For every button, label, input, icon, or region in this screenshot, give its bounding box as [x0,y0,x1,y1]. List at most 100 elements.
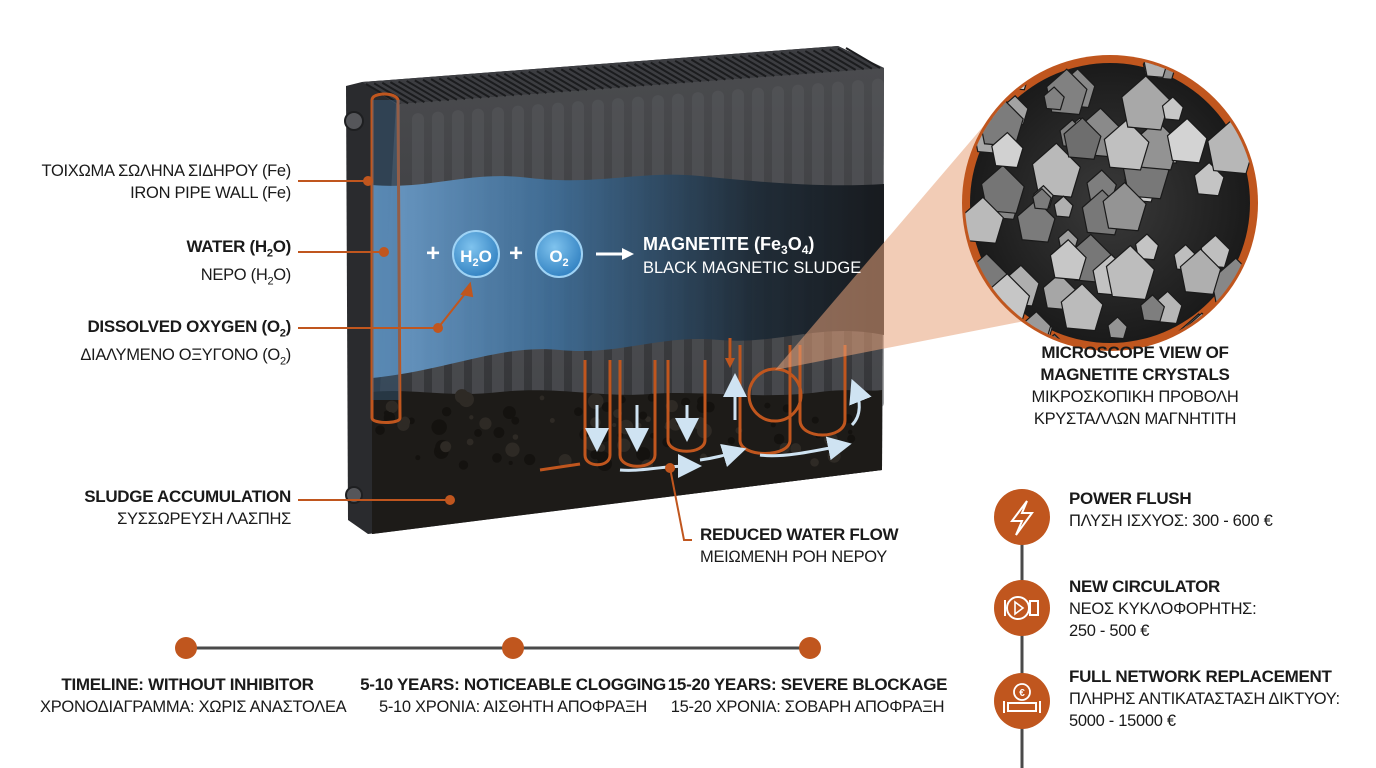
sludge-particle [466,438,474,446]
grille-slat [544,69,580,92]
grille-slat [601,65,637,88]
sludge-particle [638,411,648,420]
sludge-particle [827,449,841,463]
grille-slat [520,71,556,94]
sludge-particle [493,427,505,438]
grille-slat [731,55,767,78]
grille-slat [381,81,417,104]
euro-pipe-icon: € [994,673,1050,729]
sludge-particle [549,418,555,423]
grille-slat [812,49,848,72]
timeline-dot-10y [502,637,524,659]
grille-slat [682,59,718,82]
magnetite-crystal [1217,58,1246,80]
magnetite-crystal [1121,75,1171,131]
magnetite-crystal [1043,86,1065,111]
sludge-particle [441,406,452,417]
sludge-particle [727,437,735,445]
microscope-label: MICROSCOPE VIEW OF MAGNETITE CRYSTALS ΜΙ… [1031,343,1239,428]
clogged-channels [539,345,847,472]
grille-slat [788,51,824,74]
sludge-particle [539,395,545,401]
grille-slat [446,77,482,99]
grille-slat [422,78,458,101]
magnetite-crystal [1179,248,1222,295]
grille-slat [528,70,564,93]
sludge-particle [469,415,474,420]
grille-slat [650,61,686,84]
flow-arrows [585,373,872,479]
plus-sign: + [426,240,440,267]
sludge-particle [415,455,421,461]
grille-slat [633,63,669,85]
sludge-particle [696,400,709,413]
cost-network-replacement: FULL NETWORK REPLACEMENT ΠΛΗΡΗΣ ΑΝΤΙΚΑΤΑ… [1069,667,1340,730]
magnetite-crystal [1016,199,1056,243]
sludge-particle [595,451,606,462]
sludge-particle [770,422,776,428]
timeline-bar [175,637,821,659]
sludge-particle [676,420,682,426]
svg-text:BLACK MAGNETIC SLUDGE: BLACK MAGNETIC SLUDGE [643,259,861,277]
sludge-particle [847,429,853,435]
water-layer [372,174,884,378]
magnetite-crystal [991,131,1024,169]
sludge-particle [847,434,856,443]
sludge-particle [431,419,447,435]
grille-slat [406,80,442,102]
sludge-particle [479,417,492,430]
grille-slat [389,81,425,104]
reduced-flow-label: REDUCED WATER FLOW ΜΕΙΩΜΕΝΗ ΡΟΗ ΝΕΡΟΥ [700,525,899,566]
grille-slat [715,56,751,79]
sludge-particle [636,447,651,462]
sludge-particle [773,433,785,445]
grille-slat [796,50,832,73]
leader-lines [298,176,692,541]
sludge-particle [400,416,410,425]
magnetite-crystal [1032,187,1052,211]
timeline-label-20y: 15-20 YEARS: SEVERE BLOCKAGE 15-20 ΧΡΟΝΙ… [667,675,948,716]
magnetite-crystal [1063,117,1102,160]
sludge-particle [505,442,520,457]
grille-slat [568,67,604,90]
svg-text:H2O: H2O [460,247,492,269]
iron-pipe-wall [370,92,402,424]
grille-slat [747,54,783,77]
h2o-bubble [452,230,500,278]
grille-slat [772,52,808,75]
sludge-particle [558,454,572,468]
water-label: WATER (H2O) ΝΕΡΟ (H2O) [186,237,291,288]
grille-slat [617,64,653,86]
sludge-particle [764,402,771,409]
plus-sign-2: + [509,240,523,267]
magnetite-crystal [1214,59,1255,112]
sludge-particle [790,443,802,454]
sludge-layer [372,390,882,534]
magnetite-crystal [1134,233,1160,261]
svg-text:MAGNETITE (Fe3O4): MAGNETITE (Fe3O4) [643,234,814,257]
magnetite-crystal [1053,195,1074,218]
sludge-particle [385,400,399,414]
magnetite-crystal [1166,117,1208,164]
magnetite-crystal [1140,294,1166,323]
grille-slat [585,66,621,89]
timeline-dot-start [175,637,197,659]
magnetite-crystal [965,196,1005,244]
sludge-particle [474,429,482,437]
cost-power-flush: POWER FLUSH ΠΛΥΣΗ ΙΣΧΥΟΣ: 300 - 600 € [1069,489,1273,530]
magnetite-crystal [1107,316,1128,340]
grille-slat [463,75,499,98]
grille-slat [471,75,507,97]
sludge-label: SLUDGE ACCUMULATION ΣΥΣΣΩΡΕΥΣΗ ΛΑΣΠΗΣ [84,487,291,528]
grille-slat [690,58,726,81]
grille-slat [780,52,816,74]
grille-slat [837,47,873,70]
sludge-particle [524,453,536,466]
grille-slat [658,61,694,83]
grille-slat [666,60,702,83]
grille-slat [699,58,735,80]
grille-slat [739,55,775,77]
grille-slat [454,76,490,99]
magnetite-crystal [1103,119,1150,171]
